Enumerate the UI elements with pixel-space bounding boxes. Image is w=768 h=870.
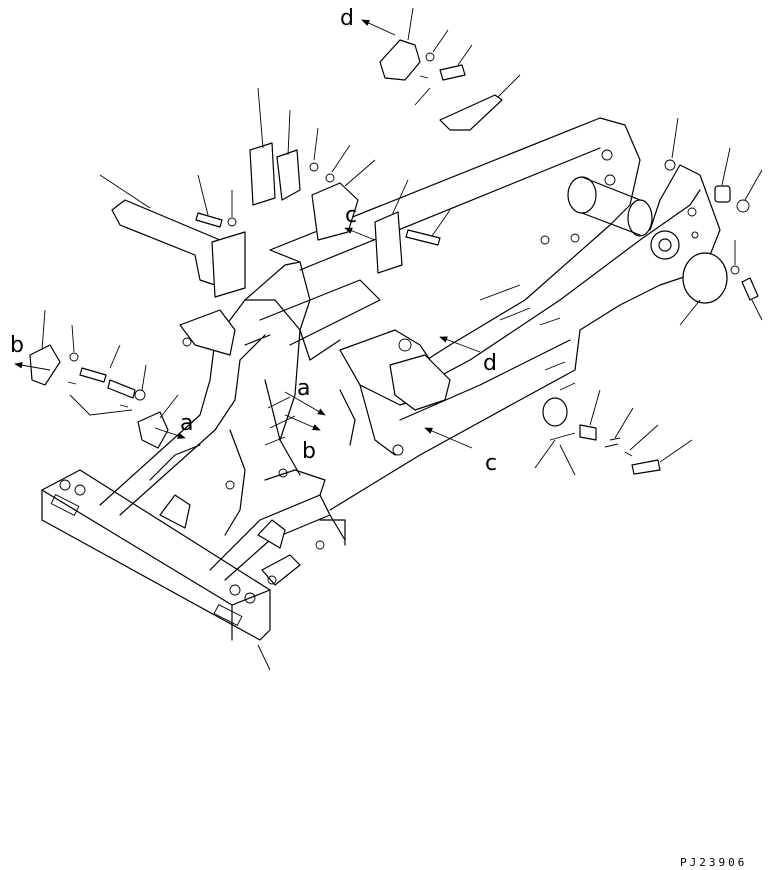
callout-d-top: d [340, 6, 354, 31]
callout-c-upper: c [345, 203, 357, 228]
exploded-parts [29, 39, 759, 475]
callout-b-left: b [10, 333, 24, 358]
callout-b-center: b [302, 439, 316, 464]
callout-c-lower: c [485, 451, 497, 476]
main-frame [41, 117, 721, 641]
arrows [14, 19, 481, 449]
callout-a-center: a [297, 376, 310, 401]
callout-a-left: a [180, 411, 193, 436]
leader-lines [41, 7, 763, 671]
callout-labels: d c b a a b d c [10, 6, 497, 476]
drawing-code: PJ23906 [680, 856, 747, 869]
callout-d-right: d [483, 351, 497, 376]
bracket-d-part [379, 39, 421, 81]
